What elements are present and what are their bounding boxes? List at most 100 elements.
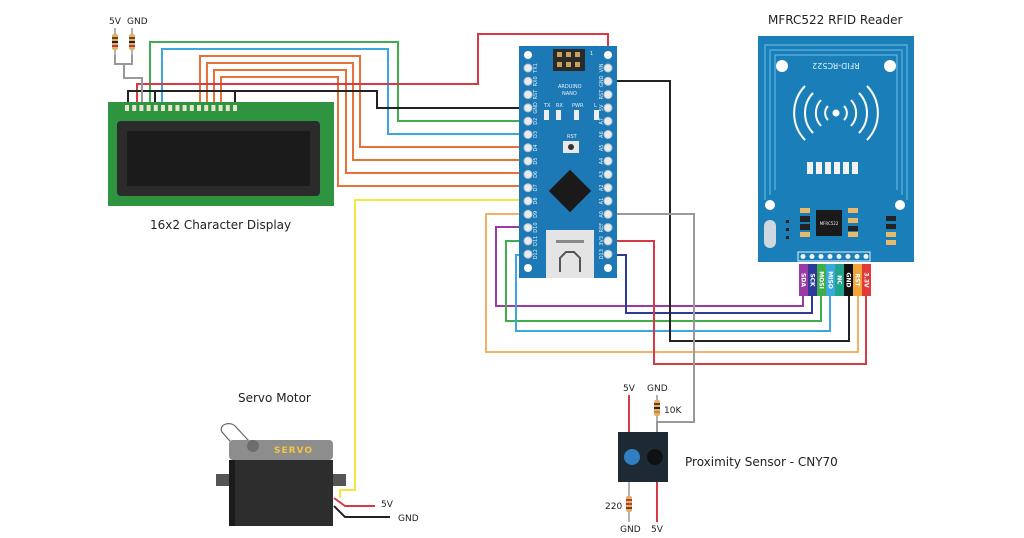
reset-button-cap[interactable] — [568, 144, 574, 150]
servo-gnd-label: GND — [398, 514, 419, 524]
rfid-pin-header — [797, 251, 871, 262]
wire-lcd-gnd — [127, 90, 528, 109]
nano-pin-label: D11 — [533, 236, 539, 246]
rfid-pin-label: 3.3V — [863, 272, 870, 288]
nano-pin-label: 3V3 — [599, 236, 605, 246]
led-label-l: L — [594, 103, 597, 109]
nano-title-1: ARDUINO — [558, 84, 582, 90]
nano-pin-label: D10 — [533, 222, 539, 232]
rfid-pin-tag-gnd — [844, 264, 853, 296]
rfid-pin — [809, 254, 815, 259]
rfid-pin-tag-nc — [835, 264, 844, 296]
rfid-pin — [836, 254, 842, 259]
crystal — [764, 220, 776, 248]
nano-pin-label: D2 — [533, 118, 539, 125]
servo-motor: Servo Motor SERVO 5V GND — [216, 391, 419, 526]
nano-pin-d13 — [603, 249, 613, 259]
wires — [114, 33, 867, 522]
nano-pin-label: D7 — [533, 184, 539, 191]
resistor-icon — [654, 400, 660, 416]
nano-pin-label: VIN — [599, 63, 605, 72]
nano-pin-rows: TX1RX0RSTGNDD2D3D4D5D6D7D8D9D10D11D12VIN… — [523, 63, 613, 259]
wire-lcd-rs — [149, 41, 528, 122]
nano-pin-d4 — [523, 143, 533, 153]
wire-lcd-d6 — [213, 69, 528, 174]
sensor-top-gnd: GND — [647, 384, 668, 394]
nano-pin-d3 — [523, 130, 533, 139]
wire-sensor-signal — [608, 213, 695, 432]
rfid-pin-tag-sda — [799, 264, 808, 296]
servo-mount-right — [333, 474, 346, 486]
rfid-pin — [827, 254, 833, 259]
nano-pin-label: 5V — [599, 104, 605, 111]
rfid-reader: MFRC522 RFID Reader RFID-RC522 — [758, 13, 914, 296]
nano-pin-label: D8 — [533, 197, 539, 204]
nano-pin-rst — [523, 90, 533, 100]
lcd-pin — [175, 105, 180, 111]
led-label-pwr: PWR — [572, 103, 584, 109]
contrast-resistors: 5V GND — [109, 17, 148, 55]
rfid-pin — [863, 254, 869, 259]
nano-pin-label: D13 — [599, 249, 605, 259]
nano-pin-d12 — [523, 249, 533, 259]
nano-pin-5v — [603, 103, 613, 113]
icsp-pin1-label: 1 — [590, 51, 593, 57]
lcd-screen — [127, 131, 310, 186]
mfrc522-chip — [816, 210, 842, 236]
led-tx — [544, 110, 549, 120]
sensor-top-5v: 5V — [623, 384, 636, 394]
nano-pin-label: GND — [599, 75, 605, 87]
wireless-icon — [793, 85, 879, 141]
nano-pin-label: A0 — [599, 211, 605, 218]
nano-pin-label: D4 — [533, 144, 539, 151]
rfid-pin-label: MOSI — [818, 271, 825, 289]
rfid-pin — [800, 254, 806, 259]
nano-pin-gnd — [603, 76, 613, 86]
nano-pin-label: TX1 — [533, 63, 539, 74]
wire-lcd-en — [161, 48, 528, 135]
nano-pin-label: D3 — [533, 131, 539, 138]
nano-pin-d2 — [523, 116, 533, 126]
sensor-bottom-gnd: GND — [620, 525, 641, 535]
nano-pin-tx1 — [523, 63, 533, 73]
lcd-pin — [182, 105, 187, 111]
servo-brand: SERVO — [274, 446, 313, 456]
wire-lcd-d4 — [199, 55, 528, 148]
sensor-title: Proximity Sensor - CNY70 — [685, 455, 838, 469]
rfid-pin-tag-mosi — [817, 264, 826, 296]
nano-pin-label: A1 — [599, 198, 605, 205]
resistor-10k-label: 10K — [664, 406, 682, 416]
resistor-220-label: 220 — [605, 502, 622, 512]
lcd-pin — [197, 105, 201, 111]
wire-pot-wiper — [123, 64, 143, 107]
led-rx — [556, 110, 561, 120]
sensor-bottom-5v: 5V — [651, 525, 664, 535]
nano-pin-ref — [603, 223, 613, 233]
resistor-icon — [129, 28, 135, 55]
lcd-pin — [218, 105, 223, 111]
rfid-pin — [854, 254, 860, 259]
lcd-pin — [233, 105, 237, 111]
chip-label: MFRC522 — [820, 221, 839, 226]
wire-3v3 — [608, 240, 867, 365]
nano-pin-label: D6 — [533, 171, 539, 178]
servo-body — [229, 460, 333, 526]
lcd-pin — [211, 105, 216, 111]
nano-pin-d8 — [523, 196, 533, 206]
led-l — [594, 110, 599, 120]
servo-mount-left — [216, 474, 229, 486]
rfid-pin-tag-33v — [862, 264, 871, 296]
nano-pin-a0 — [603, 209, 613, 219]
nano-title-2: NANO — [562, 91, 577, 97]
nano-pin-label: A3 — [599, 171, 605, 178]
nano-pin-label: A6 — [599, 131, 605, 138]
nano-pin-rx0 — [523, 76, 533, 86]
servo-title: Servo Motor — [238, 391, 311, 405]
rfid-pin-label: RST — [854, 273, 861, 287]
nano-pin-label: RST — [533, 89, 539, 100]
lcd-pin — [168, 105, 173, 111]
nano-pin-d10 — [523, 223, 533, 233]
wire-lcd-d5 — [206, 62, 528, 161]
rfid-pin-tag-sck — [808, 264, 817, 296]
wire-mosi — [505, 240, 822, 322]
